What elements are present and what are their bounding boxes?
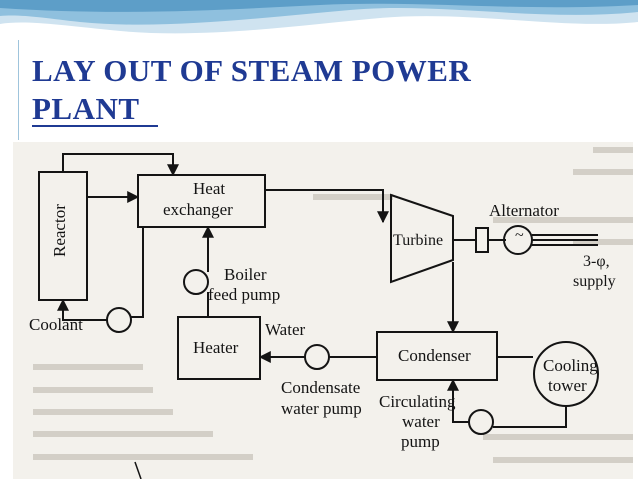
photo-paper-background	[13, 142, 633, 479]
title-underline	[32, 125, 158, 127]
circulating-pump-label-line1: Circulating	[379, 392, 456, 411]
decorative-wave-banner	[0, 0, 638, 34]
background-text-lines	[33, 147, 633, 463]
steam-power-plant-diagram: Reactor Heat exchanger Turbine Alternato…	[13, 142, 633, 479]
boiler-feed-pump-label-line2: feed pump	[208, 285, 280, 304]
slide-title-line2: PLANT	[32, 91, 140, 126]
left-accent-rule	[18, 40, 19, 140]
pen-mark	[134, 461, 142, 479]
heater-label: Heater	[193, 338, 239, 357]
condenser-label: Condenser	[398, 346, 471, 365]
cooling-tower-label-line1: Cooling	[543, 356, 598, 375]
coolant-label: Coolant	[29, 315, 83, 334]
diagram-strokes	[38, 153, 599, 435]
supply-label-line2: supply	[573, 273, 616, 290]
boiler-feed-pump-circle	[183, 269, 209, 295]
condensate-pump-label-line2: water pump	[281, 399, 362, 418]
water-label: Water	[265, 320, 305, 339]
reactor-label: Reactor	[50, 204, 69, 257]
circulating-pump-label-line3: pump	[401, 432, 440, 451]
heat-exchanger-label-line2: exchanger	[163, 200, 233, 219]
turbine-label: Turbine	[393, 232, 443, 249]
alternator-label: Alternator	[489, 201, 559, 220]
turbine-shape	[390, 193, 454, 284]
cooling-tower-label-line2: tower	[548, 376, 587, 395]
heater-box	[177, 316, 261, 380]
supply-label-line1: 3-φ,	[583, 253, 610, 270]
circulating-pump-label-line2: water	[402, 412, 440, 431]
heat-exchanger-label-line1: Heat	[193, 179, 225, 198]
condensate-pump-label-line1: Condensate	[281, 378, 360, 397]
boiler-feed-pump-label-line1: Boiler	[224, 265, 267, 284]
alternator-tilde-symbol: ~	[515, 227, 524, 244]
slide-title-line1: LAY OUT OF STEAM POWER	[32, 53, 472, 88]
slide-title: LAY OUT OF STEAM POWER PLANT	[32, 52, 552, 128]
